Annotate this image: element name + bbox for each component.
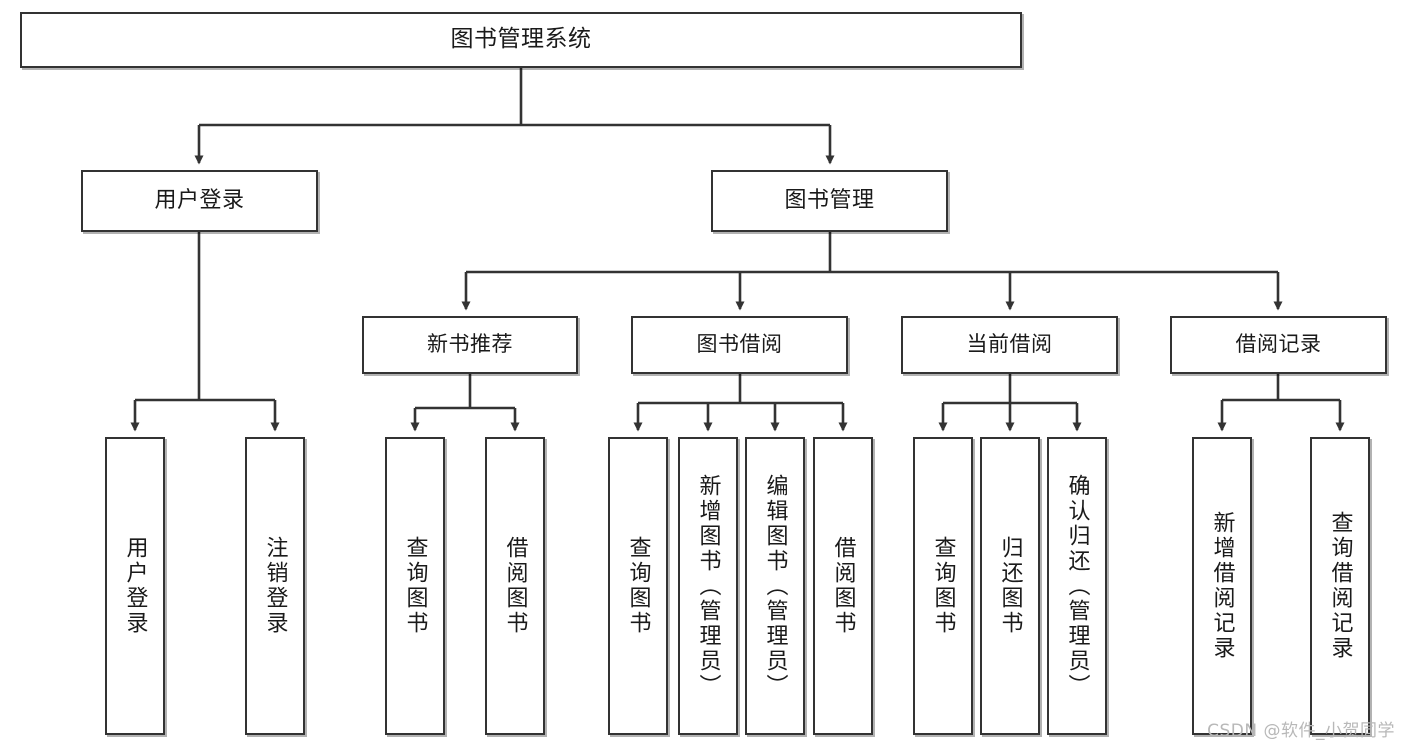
node-root-system[interactable]: 图书管理系统 — [20, 12, 1022, 68]
node-label: 新书推荐 — [427, 332, 513, 357]
node-label: 查询图书 — [625, 536, 651, 636]
leaf-query-book-borrow[interactable]: 查询图书 — [608, 437, 668, 735]
node-book-borrow[interactable]: 图书借阅 — [631, 316, 848, 374]
csdn-watermark: CSDN @软件_小贺同学 — [1207, 721, 1395, 741]
leaf-return-book[interactable]: 归还图书 — [980, 437, 1040, 735]
node-label: 借阅记录 — [1235, 332, 1322, 357]
leaf-add-book[interactable]: 新增图书（管理员） — [678, 437, 738, 735]
node-label: 图书管理 — [784, 187, 875, 213]
node-new-book-recommend[interactable]: 新书推荐 — [362, 316, 578, 374]
node-label: 查询借阅记录 — [1327, 511, 1353, 661]
node-label: 用户登录 — [122, 536, 148, 636]
node-borrow-record[interactable]: 借阅记录 — [1170, 316, 1387, 374]
leaf-user-login[interactable]: 用户登录 — [105, 437, 165, 735]
leaf-query-borrow-record[interactable]: 查询借阅记录 — [1310, 437, 1370, 735]
node-label: 查询图书 — [930, 536, 956, 636]
leaf-query-book-recommend[interactable]: 查询图书 — [385, 437, 445, 735]
node-label: 注销登录 — [262, 536, 288, 636]
node-label: 图书借阅 — [696, 332, 783, 357]
node-label: 当前借阅 — [966, 332, 1053, 357]
node-label: 图书管理系统 — [450, 26, 592, 53]
leaf-logout[interactable]: 注销登录 — [245, 437, 305, 735]
node-label: 新增借阅记录 — [1209, 511, 1235, 661]
node-user-login[interactable]: 用户登录 — [81, 170, 318, 232]
leaf-borrow-book[interactable]: 借阅图书 — [813, 437, 873, 735]
node-label: 借阅图书 — [830, 536, 856, 636]
leaf-confirm-return[interactable]: 确认归还（管理员） — [1047, 437, 1107, 735]
node-label: 编辑图书（管理员） — [762, 473, 788, 699]
leaf-edit-book[interactable]: 编辑图书（管理员） — [745, 437, 805, 735]
leaf-add-borrow-record[interactable]: 新增借阅记录 — [1192, 437, 1252, 735]
node-label: 归还图书 — [997, 536, 1023, 636]
node-label: 借阅图书 — [502, 536, 528, 636]
node-label: 用户登录 — [154, 187, 245, 213]
node-label: 查询图书 — [402, 536, 428, 636]
node-current-borrow[interactable]: 当前借阅 — [901, 316, 1118, 374]
node-label: 确认归还（管理员） — [1064, 473, 1090, 699]
leaf-query-book-current[interactable]: 查询图书 — [913, 437, 973, 735]
node-label: 新增图书（管理员） — [695, 473, 721, 699]
node-book-management[interactable]: 图书管理 — [711, 170, 948, 232]
leaf-borrow-book-recommend[interactable]: 借阅图书 — [485, 437, 545, 735]
